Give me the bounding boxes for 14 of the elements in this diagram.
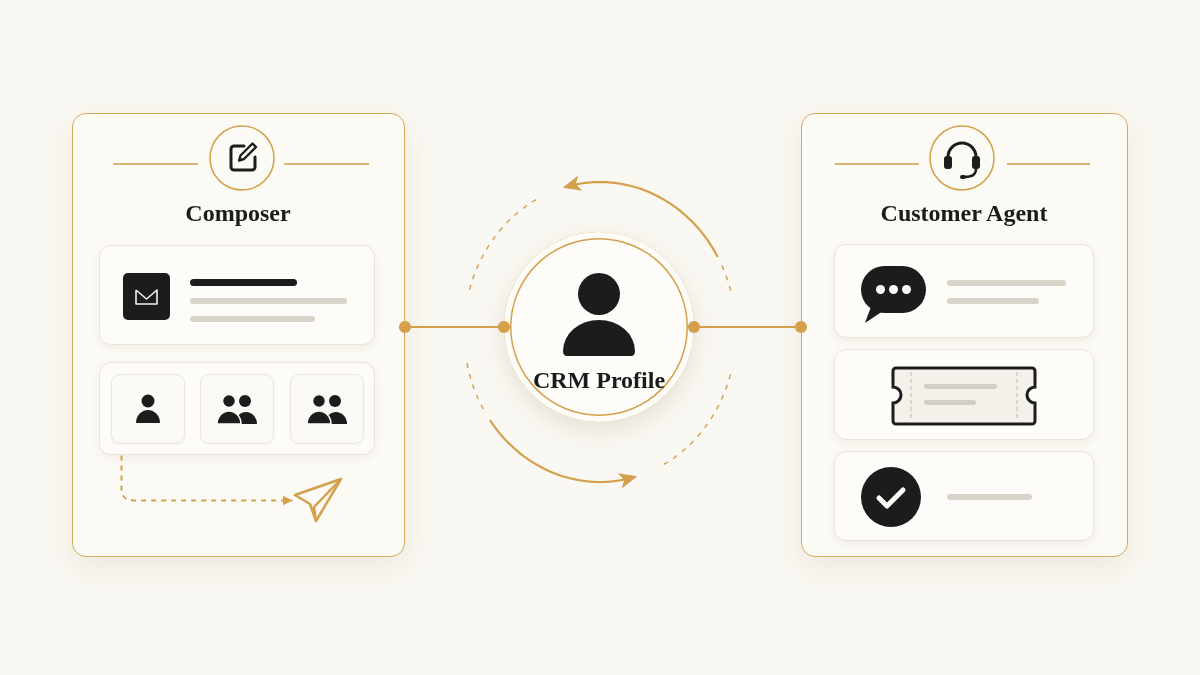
connector-line <box>687 320 808 334</box>
panel-title: Customer Agent <box>880 199 1048 227</box>
panel <box>801 113 1128 557</box>
panel <box>72 113 405 557</box>
arrow <box>120 454 294 506</box>
node-label: CRM Profile <box>532 366 666 394</box>
content-card <box>99 245 375 345</box>
paper-plane-icon <box>292 476 344 524</box>
connector-line <box>398 320 511 334</box>
content-card <box>99 362 375 455</box>
content-card <box>834 451 1094 541</box>
content-card <box>834 244 1094 338</box>
content-card <box>834 349 1094 440</box>
panel-title: Composer <box>185 199 291 227</box>
